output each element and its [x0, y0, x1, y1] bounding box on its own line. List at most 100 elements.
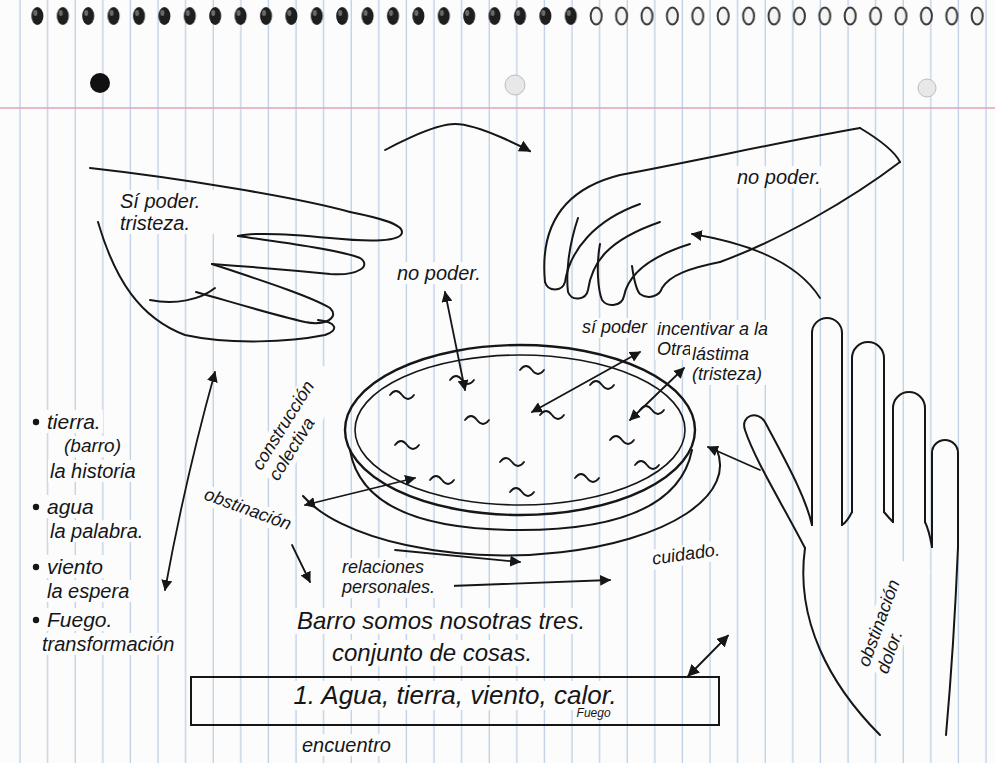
hand-stroke — [932, 440, 958, 547]
list-item: Fuego. — [45, 608, 114, 631]
wave-mark — [590, 381, 614, 389]
leader-arrow — [692, 234, 820, 298]
text-holder: obstinación — [200, 500, 295, 520]
note-label: sí poder — [580, 318, 649, 338]
hand-stroke — [893, 392, 925, 522]
basin-water — [355, 355, 685, 505]
text-holder: no poder. — [735, 166, 823, 188]
hand-stroke — [946, 547, 958, 735]
hand-stroke — [884, 512, 893, 522]
margin-line — [0, 107, 995, 109]
hand-drawing — [85, 150, 430, 370]
hand-stroke — [842, 512, 852, 525]
text-holder: Sí poder. tristeza. — [118, 190, 217, 234]
list-item: viento — [45, 555, 105, 578]
punch-hole — [505, 75, 525, 95]
text-holder: construcción colectiva — [235, 403, 359, 443]
leader-arrow — [630, 368, 684, 420]
basin-rim — [345, 345, 695, 515]
basin-drawing — [303, 345, 720, 555]
text-holder: la historia — [48, 460, 138, 482]
note-label: encuentro — [300, 734, 393, 756]
leader-arrow — [305, 478, 415, 505]
text-holder: conjunto de cosas. — [330, 640, 534, 666]
hand-stroke — [812, 318, 842, 525]
hand-label: obstinación dolor. — [854, 557, 930, 678]
hand-stroke — [567, 218, 660, 299]
list-item: la historia — [48, 460, 138, 482]
bullet-dot — [33, 617, 39, 623]
leader-arrow — [292, 545, 310, 582]
wave-mark — [610, 436, 634, 444]
list-bullets — [33, 419, 39, 623]
text-holder: lástima (tristeza) — [690, 345, 789, 385]
leader-arrow — [450, 580, 610, 586]
note-label: obstinación — [199, 484, 295, 535]
list-item: (barro) — [62, 436, 123, 457]
wave-mark — [520, 366, 544, 374]
hand-stroke — [925, 522, 932, 547]
hand-drawing — [530, 118, 910, 313]
connector-arrow — [385, 124, 530, 151]
punch-hole — [90, 73, 110, 93]
hand-label: Sí poder. tristeza. — [118, 190, 217, 234]
basin-side — [350, 450, 692, 530]
list-item: agua — [45, 495, 96, 518]
punch-hole — [918, 79, 936, 97]
text-holder: cuidado. — [650, 545, 722, 565]
hand-outline: Sí poder. tristeza. — [85, 150, 430, 370]
wave-mark — [635, 461, 659, 469]
hand-stroke — [212, 236, 364, 274]
list-item: la espera — [45, 580, 131, 602]
wave-mark — [465, 416, 489, 424]
text-holder: Barro somos nosotras tres. — [295, 608, 587, 634]
note-label: relaciones personales. — [340, 558, 454, 598]
wave-mark — [395, 441, 419, 449]
note-label: cuidado. — [649, 540, 723, 570]
wave-mark — [540, 411, 564, 419]
bullet-dot — [33, 419, 39, 425]
list-item: transformación — [40, 633, 176, 655]
hand-stroke — [238, 212, 402, 240]
text-holder: sí poder — [580, 318, 649, 338]
text-holder: viento — [45, 555, 105, 578]
text-holder: obstinación dolor. — [835, 598, 949, 638]
hand-stroke — [632, 262, 720, 297]
list-item: la palabra. — [48, 520, 145, 542]
statement-text: conjunto de cosas. — [330, 640, 534, 666]
text-holder: no poder. — [395, 262, 483, 284]
note-label: no poder. — [395, 262, 483, 284]
wave-mark — [510, 488, 534, 496]
text-holder: relaciones personales. — [340, 558, 454, 598]
note-label: construcción colectiva — [247, 360, 346, 486]
box-subtext: Fuego — [575, 707, 613, 720]
hand-stroke — [852, 342, 884, 512]
statement-text: Barro somos nosotras tres. — [295, 608, 587, 634]
leader-arrow — [165, 372, 215, 590]
text-holder: la espera — [45, 580, 131, 602]
hand-stroke — [98, 222, 334, 341]
water-waves — [390, 366, 664, 496]
hand-stroke — [860, 128, 900, 162]
list-item: tierra. — [45, 410, 103, 433]
note-label: lástima (tristeza) — [690, 345, 789, 385]
bullet-dot — [33, 504, 39, 510]
text-holder: transformación — [40, 633, 176, 655]
hand-stroke — [150, 288, 215, 302]
hand-label: no poder. — [735, 166, 823, 188]
text-holder: agua — [45, 495, 96, 518]
box-text: 1. Agua, tierra, viento, calor. — [291, 681, 618, 710]
leader-arrow — [445, 292, 465, 390]
wave-mark — [500, 458, 524, 466]
connector-arrow — [688, 636, 728, 676]
text-holder: la palabra. — [48, 520, 145, 542]
spiral-binding — [20, 2, 580, 34]
leader-arrow — [532, 352, 640, 412]
hand-stroke — [744, 415, 812, 548]
spiral-binding — [580, 2, 990, 34]
leader-arrows — [165, 234, 820, 590]
text-box: 1. Agua, tierra, viento, calor.Fuego — [190, 676, 720, 726]
